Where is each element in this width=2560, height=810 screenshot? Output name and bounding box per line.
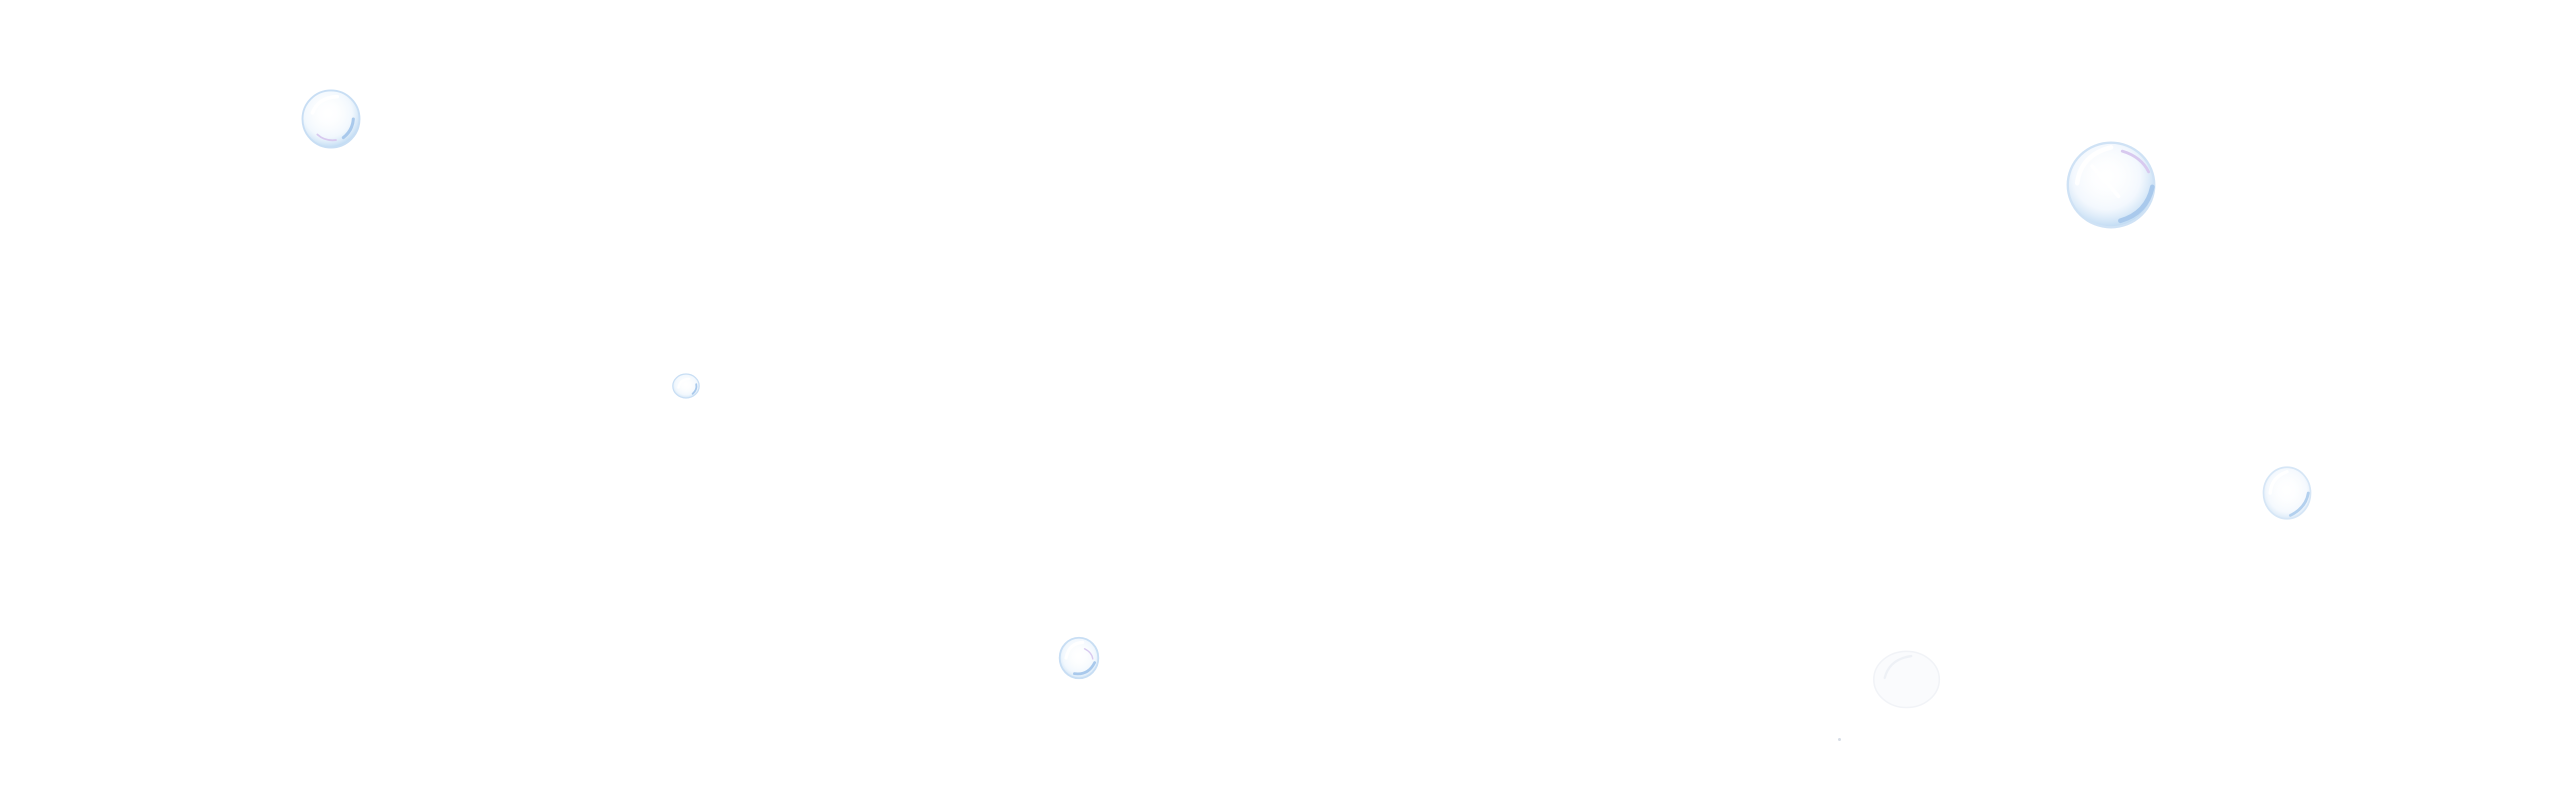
soap-bubble-faint-icon bbox=[1855, 642, 1955, 720]
soap-bubble-icon bbox=[300, 88, 362, 150]
tiny-speck bbox=[1838, 738, 1841, 741]
soap-bubble-icon bbox=[2259, 460, 2315, 526]
soap-bubble-icon bbox=[2063, 138, 2159, 232]
soap-bubble-icon bbox=[1056, 634, 1102, 682]
soap-bubble-icon bbox=[669, 371, 703, 401]
